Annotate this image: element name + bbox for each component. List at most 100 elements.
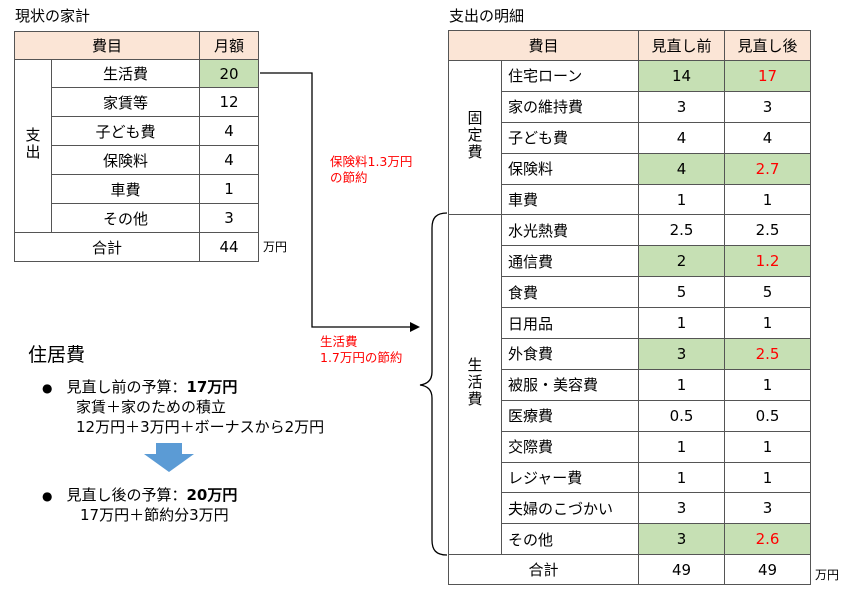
- total-row: 合計 49 49: [448, 554, 811, 586]
- down-arrow-icon: [144, 443, 194, 472]
- header-amount: 月額: [199, 31, 259, 60]
- row-after: 0.5: [724, 399, 811, 432]
- before-detail-2: 12万円＋3万円＋ボーナスから2万円: [76, 418, 325, 436]
- row-before: 1: [638, 461, 725, 494]
- row-value: 3: [199, 203, 259, 233]
- row-item: 保険料: [501, 152, 639, 185]
- total-after: 49: [724, 554, 811, 586]
- bullet-icon: ●: [42, 381, 53, 395]
- row-item: 日用品: [501, 307, 639, 340]
- row-item: 家の維持費: [501, 90, 639, 123]
- header-item: 費目: [448, 30, 639, 61]
- group-label: 固定費: [465, 110, 484, 162]
- current-budget-table: 費目 月額 支出 生活費 20 家賃等 12 子ども費 4 保険料 4 車費 1…: [14, 31, 259, 262]
- row-after: 1: [724, 183, 811, 216]
- table-row: 支出 生活費 20: [14, 59, 259, 233]
- row-after: 1.2: [724, 245, 811, 278]
- row-item: 被服・美容費: [501, 368, 639, 401]
- row-after: 1: [724, 368, 811, 401]
- category-label: 支出: [23, 127, 42, 161]
- row-item: 通信費: [501, 245, 639, 278]
- total-label: 合計: [448, 554, 639, 586]
- row-before: 3: [638, 338, 725, 370]
- row-item: 車費: [501, 183, 639, 216]
- total-value: 44: [199, 232, 259, 262]
- total-row: 合計 44: [14, 232, 259, 262]
- table-row: 子ども費 4: [15, 116, 259, 146]
- row-after: 3: [724, 90, 811, 123]
- row-after: 3: [724, 492, 811, 525]
- row-after: 4: [724, 121, 811, 154]
- row-after: 1: [724, 430, 811, 463]
- row-before: 3: [638, 523, 725, 556]
- row-before: 1: [638, 183, 725, 216]
- row-after: 1: [724, 307, 811, 340]
- after-detail-1: 17万円＋節約分3万円: [80, 506, 229, 524]
- total-label: 合計: [14, 232, 200, 262]
- row-before: 1: [638, 307, 725, 340]
- row-before: 0.5: [638, 399, 725, 432]
- row-before: 3: [638, 492, 725, 525]
- row-after: 2.6: [724, 523, 811, 556]
- bullet-icon: ●: [42, 489, 53, 503]
- row-value: 1: [199, 174, 259, 204]
- living-saving-note: 生活費 1.7万円の節約: [320, 334, 403, 365]
- header-before: 見直し前: [638, 30, 725, 61]
- row-item: 住宅ローン: [501, 60, 639, 92]
- before-detail-1: 家賃＋家のための積立: [76, 398, 227, 416]
- housing-title: 住居費: [28, 344, 86, 366]
- row-item: 食費: [501, 276, 639, 309]
- table-header-row: 費目 月額: [14, 31, 259, 60]
- row-item: 子ども費: [501, 121, 639, 154]
- row-value: 20: [199, 59, 259, 88]
- row-after: 2.7: [724, 152, 811, 185]
- row-after: 1: [724, 461, 811, 494]
- left-title: 現状の家計: [15, 7, 91, 25]
- row-before: 2: [638, 245, 725, 278]
- row-item: その他: [501, 523, 639, 556]
- group-label-cell: 固定費: [448, 59, 502, 216]
- before-budget: ●見直し前の予算：17万円: [42, 378, 238, 396]
- row-item: 医療費: [501, 399, 639, 432]
- row-before: 4: [638, 121, 725, 154]
- row-item: 水光熱費: [501, 214, 639, 247]
- row-item: レジャー費: [501, 461, 639, 494]
- row-before: 4: [638, 152, 725, 185]
- insurance-saving-note: 保険料1.3万円 の節約: [330, 154, 413, 185]
- right-unit: 万円: [815, 568, 840, 582]
- right-title: 支出の明細: [449, 7, 525, 25]
- row-after: 5: [724, 276, 811, 309]
- row-item: 外食費: [501, 338, 639, 370]
- row-before: 14: [638, 60, 725, 92]
- group-label: 生活費: [465, 357, 484, 409]
- after-budget: ●見直し後の予算：20万円: [42, 486, 238, 504]
- row-item: その他: [51, 203, 200, 233]
- table-row: 家賃等 12: [15, 87, 259, 117]
- row-after: 2.5: [724, 214, 811, 247]
- row-item: 夫婦のこづかい: [501, 492, 639, 525]
- row-item: 家賃等: [51, 87, 200, 117]
- row-before: 1: [638, 430, 725, 463]
- table-row: その他 3: [15, 203, 259, 233]
- row-item: 子ども費: [51, 116, 200, 146]
- row-before: 2.5: [638, 214, 725, 247]
- row-item: 交際費: [501, 430, 639, 463]
- row-before: 5: [638, 276, 725, 309]
- table-header-row: 費目 見直し前 見直し後: [448, 30, 811, 61]
- row-before: 1: [638, 368, 725, 401]
